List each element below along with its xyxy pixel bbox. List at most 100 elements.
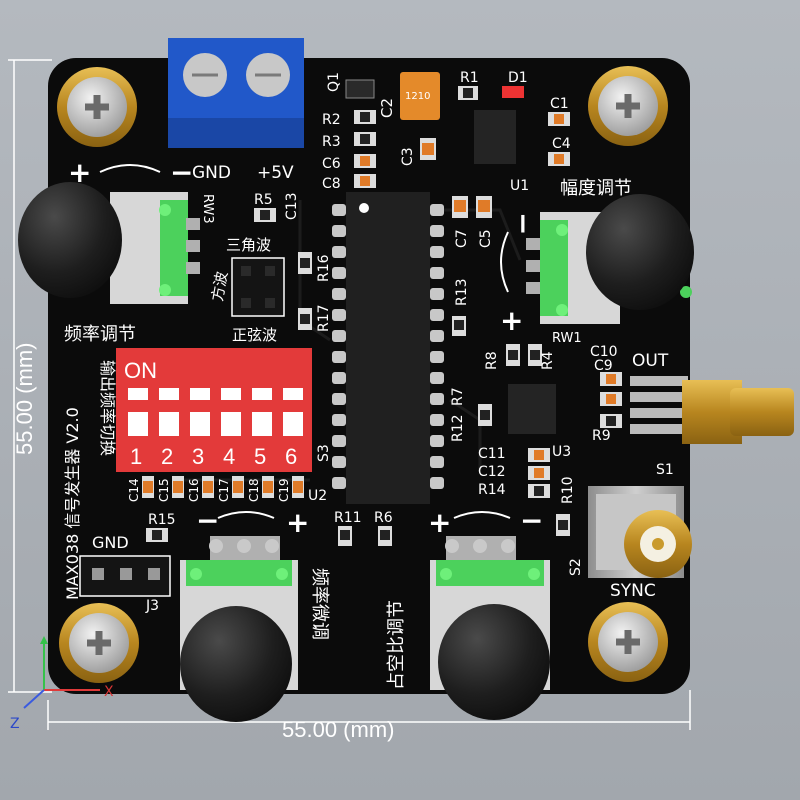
label-r17: R17 <box>316 304 332 332</box>
label-c2-mark: 1210 <box>405 91 430 102</box>
ic-pin <box>430 288 444 300</box>
label-r9: R9 <box>592 428 611 444</box>
capacitor-body <box>173 481 183 493</box>
dip-switch-slots <box>128 388 303 436</box>
label-square-wave: 方波 <box>208 270 231 303</box>
label-c7: C7 <box>454 229 470 248</box>
label-rw1: RW1 <box>552 331 582 346</box>
mounting-screw-bottom-right <box>588 602 668 682</box>
label-r16: R16 <box>316 254 332 282</box>
potentiometer-fine-tune[interactable] <box>180 536 298 722</box>
label-sync: SYNC <box>610 581 656 601</box>
ic-pin <box>332 330 346 342</box>
screw-terminal <box>168 38 304 148</box>
label-freq-switch: 输出频率切换 <box>98 360 117 456</box>
rw1-minus: − <box>507 212 540 235</box>
mounting-screw-top-right <box>588 66 668 146</box>
ic-u2-dip <box>346 192 430 504</box>
ic-pin <box>332 393 346 405</box>
label-rw3: RW3 <box>200 194 215 224</box>
label-fine-tune: 频率微调 <box>309 568 330 640</box>
dimension-horizontal <box>47 690 691 730</box>
dip-on-label: ON <box>124 358 157 383</box>
rw3-rotation-arrow <box>99 164 161 173</box>
label-capacitor: C18 <box>247 478 261 502</box>
dimension-vertical <box>8 59 52 693</box>
ic-pin <box>332 246 346 258</box>
ic-pin <box>430 204 444 216</box>
sma-out-connector[interactable] <box>630 376 794 444</box>
potentiometer-rw1[interactable] <box>526 194 694 324</box>
potentiometer-rw3[interactable] <box>18 182 200 304</box>
dip-number: 3 <box>192 444 204 469</box>
rw1-plus: + <box>500 304 523 337</box>
label-u1: U1 <box>510 178 529 194</box>
dip-number: 4 <box>223 444 235 469</box>
duty-minus: − <box>520 504 543 537</box>
label-c1: C1 <box>550 96 569 112</box>
potentiometer-duty[interactable] <box>430 536 550 720</box>
label-r10: R10 <box>560 476 576 504</box>
ic-pin <box>430 267 444 279</box>
dip-number: 6 <box>285 444 297 469</box>
smd-parts-bottom <box>146 526 392 546</box>
ic-pin <box>430 393 444 405</box>
dip-switch-knob <box>283 400 303 412</box>
label-r8: R8 <box>484 351 500 370</box>
axis-z-label: Z <box>10 716 20 732</box>
ic-pin <box>332 204 346 216</box>
dip-number: 5 <box>254 444 266 469</box>
label-c5: C5 <box>478 229 494 248</box>
label-board-name: MAX038 信号发生器 V2.0 <box>63 407 82 600</box>
ic-pin <box>332 267 346 279</box>
axis-x-label: X <box>104 684 114 700</box>
label-r12: R12 <box>450 414 466 442</box>
waveform-jumper[interactable] <box>231 257 285 317</box>
ic-pin <box>430 456 444 468</box>
rw3-plus: + <box>68 156 91 189</box>
dip-switch-knob <box>159 400 179 412</box>
label-s1: S1 <box>656 462 674 478</box>
label-triangle-wave: 三角波 <box>226 236 271 254</box>
ic-pin <box>430 330 444 342</box>
dip-switch[interactable] <box>116 348 312 472</box>
ic-pin <box>332 225 346 237</box>
ic-pin <box>430 477 444 489</box>
label-capacitor: C19 <box>277 478 291 502</box>
label-duty: 占空比调节 <box>386 600 407 690</box>
label-s3: S3 <box>316 444 332 462</box>
label-r6: R6 <box>374 510 393 526</box>
rw1-rotation-arrow <box>500 231 509 293</box>
ic-pin <box>332 351 346 363</box>
label-r2: R2 <box>322 112 341 128</box>
label-r3: R3 <box>322 134 341 150</box>
label-d1: D1 <box>508 70 528 86</box>
smd-parts-mid-right <box>452 196 492 336</box>
label-capacitor: C15 <box>157 478 171 502</box>
axis-gizmo <box>23 636 100 709</box>
capacitor-body <box>233 481 243 493</box>
fine-tune-plus: + <box>286 506 309 539</box>
label-r14: R14 <box>478 482 506 498</box>
label-r4: R4 <box>540 351 556 370</box>
mounting-screw-top-left <box>57 67 137 147</box>
label-r5: R5 <box>254 192 273 208</box>
label-s2: S2 <box>568 558 584 576</box>
pin-header-j3[interactable] <box>79 555 171 597</box>
label-out: OUT <box>632 351 669 371</box>
ic-pin <box>430 435 444 447</box>
sma-sync-connector[interactable] <box>588 486 692 578</box>
label-r1: R1 <box>460 70 479 86</box>
duty-rotation-arrow <box>453 511 511 519</box>
label-u3: U3 <box>552 444 571 460</box>
ic-pin <box>430 351 444 363</box>
ic-pin <box>332 477 346 489</box>
capacitor-body <box>203 481 213 493</box>
label-c10: C10 <box>590 344 618 360</box>
smd-parts-top <box>345 72 570 188</box>
capacitor-body <box>143 481 153 493</box>
label-c6: C6 <box>322 156 341 172</box>
label-c13: C13 <box>284 192 300 220</box>
fine-tune-rotation-arrow <box>217 511 275 519</box>
